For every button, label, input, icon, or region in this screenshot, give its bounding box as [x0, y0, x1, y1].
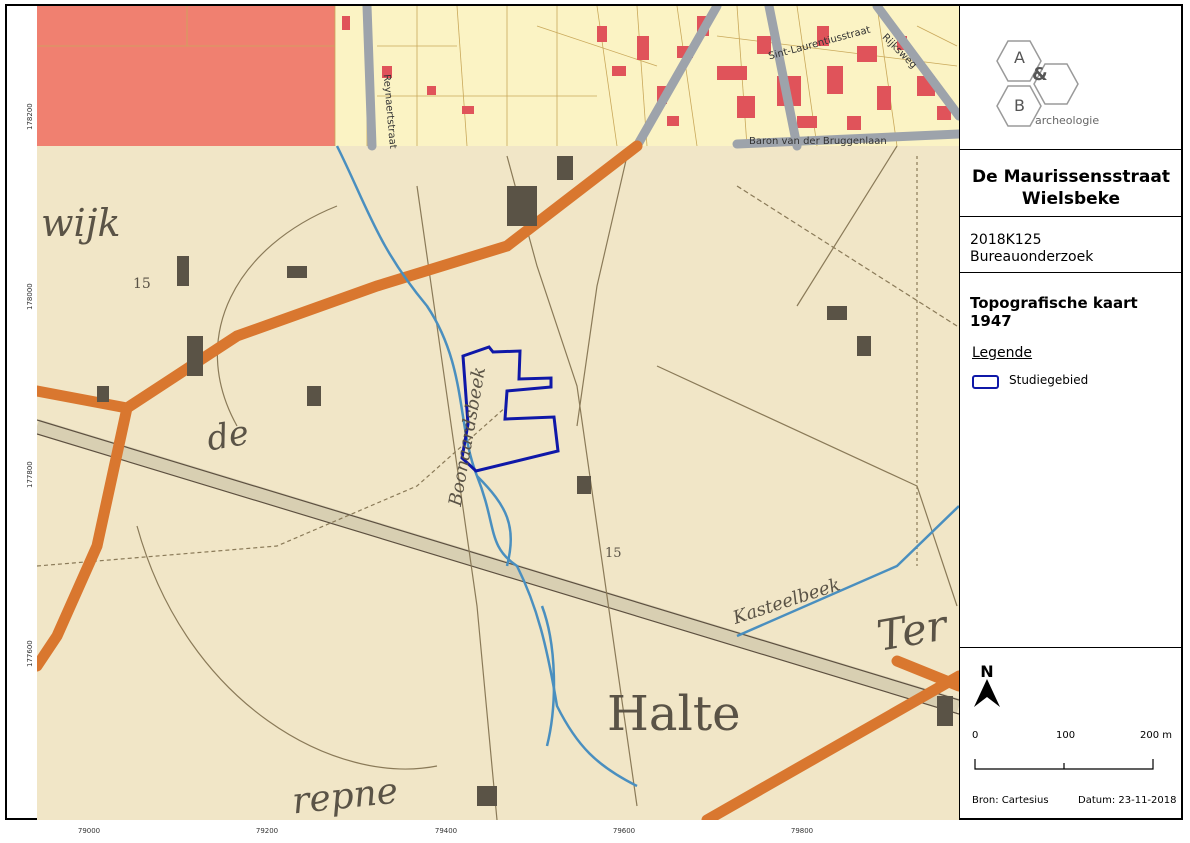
- project-type: Bureauonderzoek: [970, 249, 1094, 265]
- x-tick-label: 79000: [77, 827, 101, 835]
- study-area-legend-symbol: [972, 375, 999, 389]
- study-area-outline: [460, 345, 560, 473]
- logo-text: archeologie: [1035, 114, 1100, 127]
- scale-mid: 100: [1056, 730, 1076, 741]
- map-project-title: De Maurissensstraat Wielsbeke: [972, 167, 1170, 209]
- study-area-legend-label: Studiegebied: [1009, 373, 1089, 387]
- x-tick-label: 79800: [790, 827, 814, 835]
- y-tick-label: 178200: [26, 103, 34, 130]
- y-tick-label: 177600: [26, 640, 34, 667]
- legend-heading: Legende: [972, 345, 1033, 361]
- legend-panel: A & B archeologie De Maurissensstraat Wi…: [959, 6, 1182, 818]
- x-tick-label: 79600: [612, 827, 636, 835]
- north-label: N: [980, 662, 994, 681]
- modern-cadastral-strip: [37, 6, 959, 151]
- y-tick-label: 178000: [26, 283, 34, 310]
- project-code: 2018K125: [970, 232, 1042, 248]
- y-tick-label: 177800: [26, 461, 34, 488]
- scale-end: 200 m: [1140, 730, 1173, 741]
- scale-bar: [974, 756, 1154, 770]
- x-tick-label: 79400: [434, 827, 458, 835]
- scale-zero: 0: [972, 730, 979, 741]
- separator: [960, 149, 1182, 150]
- historic-roads-and-tracks: [37, 145, 959, 820]
- logo-b: B: [1014, 96, 1025, 115]
- date-note: Datum: 23-11-2018: [1078, 795, 1177, 806]
- separator: [960, 272, 1182, 273]
- historic-buildings: [97, 156, 953, 806]
- map-canvas[interactable]: [37, 6, 959, 820]
- separator: [960, 216, 1182, 217]
- industrial-zone: [37, 6, 335, 146]
- map-title: Topografische kaart 1947: [970, 294, 1138, 330]
- source-note: Bron: Cartesius: [972, 795, 1049, 806]
- north-arrow-icon: N: [974, 662, 1000, 709]
- logo: A & B archeologie: [978, 36, 1099, 146]
- logo-amp: &: [1032, 64, 1048, 85]
- separator: [960, 647, 1182, 648]
- water-courses: [335, 145, 959, 788]
- logo-a: A: [1014, 48, 1025, 67]
- main-roads: [37, 140, 959, 820]
- x-tick-label: 79200: [255, 827, 279, 835]
